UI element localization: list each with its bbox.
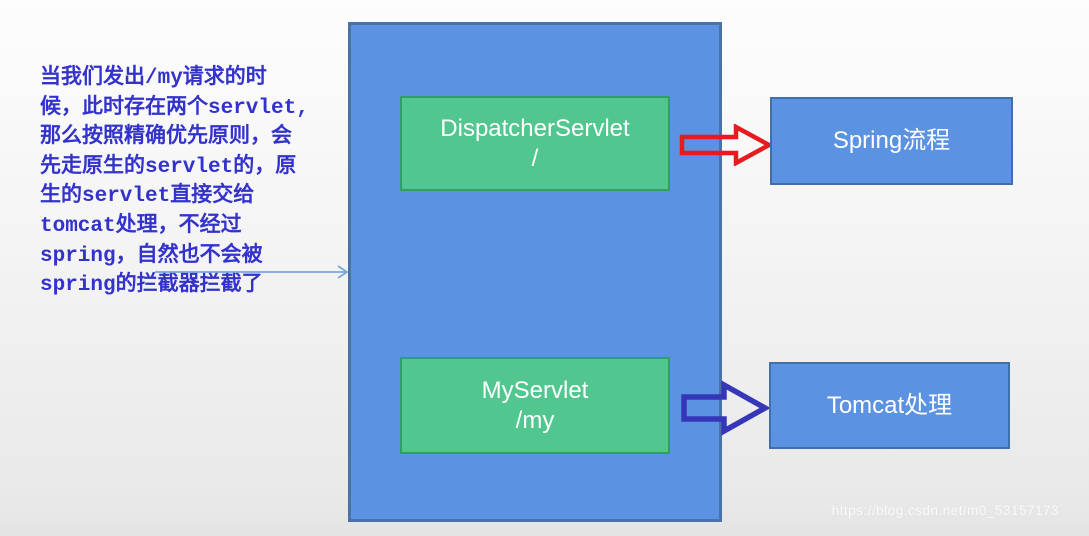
note-line: spring的拦截器拦截了 — [40, 274, 263, 298]
red-block-arrow-icon — [679, 124, 773, 166]
my-servlet-title: MyServlet — [481, 376, 589, 404]
tomcat-handle-label: Tomcat处理 — [826, 391, 953, 419]
note-line: 当我们发出/my请求的时 — [40, 67, 267, 90]
my-servlet-box: MyServlet /my — [400, 357, 670, 454]
dispatcher-servlet-title: DispatcherServlet — [440, 114, 630, 142]
note-line: spring，自然也不会被 — [40, 244, 263, 268]
note-line: tomcat处理，不经过 — [40, 214, 242, 238]
spring-flow-box: Spring流程 — [770, 97, 1013, 185]
annotation-note: 当我们发出/my请求的时 候，此时存在两个servlet, 那么按照精确优先原则… — [40, 64, 360, 301]
note-line: 生的servlet直接交给 — [40, 185, 255, 209]
note-line: 那么按照精确优先原则，会 — [40, 126, 292, 150]
tomcat-handle-box: Tomcat处理 — [769, 362, 1010, 449]
dispatcher-servlet-box: DispatcherServlet / — [400, 96, 670, 191]
blue-block-arrow-icon — [681, 380, 770, 436]
note-line: 候，此时存在两个servlet, — [40, 96, 309, 120]
spring-flow-label: Spring流程 — [832, 127, 951, 154]
note-line: 先走原生的servlet的，原 — [40, 155, 297, 179]
note-connector-arrow-icon — [155, 265, 349, 279]
csdn-watermark: https://blog.csdn.net/m0_53157173 — [831, 503, 1059, 518]
dispatcher-servlet-path: / — [531, 144, 539, 172]
my-servlet-path: /my — [515, 406, 555, 434]
